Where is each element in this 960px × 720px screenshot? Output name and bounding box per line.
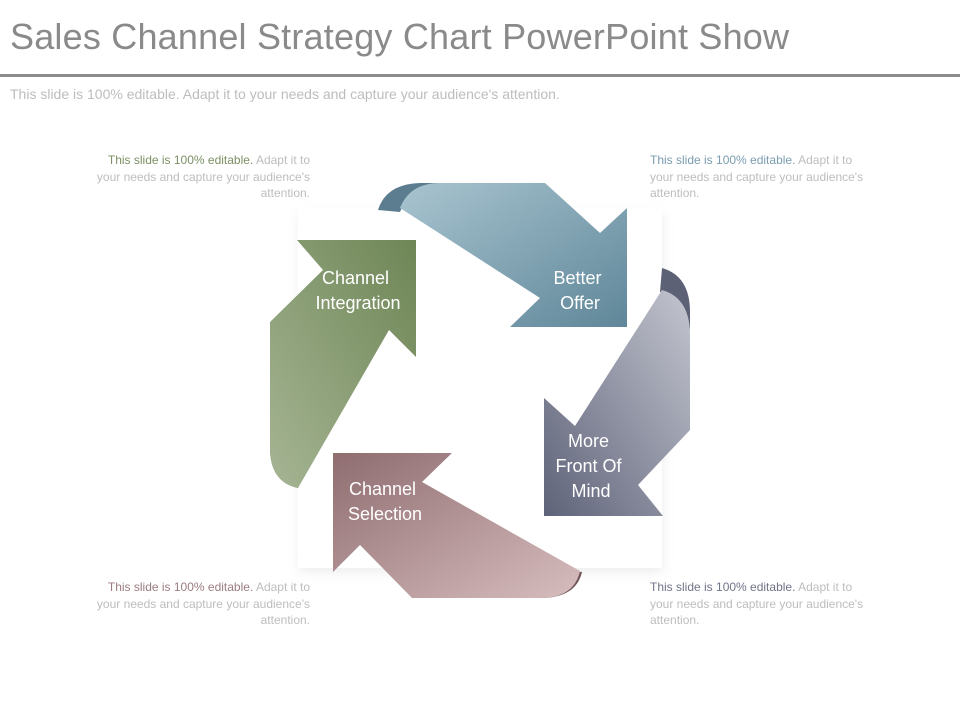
note-bottom-right: This slide is 100% editable. Adapt it to… xyxy=(650,579,872,629)
note-top-right: This slide is 100% editable. Adapt it to… xyxy=(650,152,872,202)
note-bottom-right-body: Adapt it to your needs and capture your … xyxy=(650,580,864,627)
note-bottom-left-body: Adapt it to your needs and capture your … xyxy=(96,580,310,627)
label-more-front-of-mind-line1: More xyxy=(568,431,609,451)
label-better-offer-line1: Better xyxy=(553,268,601,288)
label-channel-selection-line1: Channel xyxy=(349,479,416,499)
slide-subtitle: This slide is 100% editable. Adapt it to… xyxy=(10,86,560,102)
slide-title: Sales Channel Strategy Chart PowerPoint … xyxy=(10,16,790,57)
note-bottom-right-lead: This slide is 100% editable. xyxy=(650,580,796,594)
label-channel-selection: Channel Selection xyxy=(348,479,422,524)
label-more-front-of-mind-line3: Mind xyxy=(571,481,610,501)
title-divider xyxy=(0,74,960,77)
note-top-left-body: Adapt it to your needs and capture your … xyxy=(96,153,310,200)
label-channel-integration-line1: Channel xyxy=(322,268,389,288)
note-bottom-left: This slide is 100% editable. Adapt it to… xyxy=(88,579,310,629)
note-top-left-lead: This slide is 100% editable. xyxy=(107,153,254,167)
label-channel-integration: Channel Integration xyxy=(315,268,400,313)
label-better-offer-line2: Offer xyxy=(560,293,600,313)
arrow-better-offer xyxy=(400,183,627,327)
note-top-left: This slide is 100% editable. Adapt it to… xyxy=(88,152,310,202)
label-better-offer: Better Offer xyxy=(553,268,606,313)
note-top-right-body: Adapt it to your needs and capture your … xyxy=(650,153,864,200)
note-bottom-left-lead: This slide is 100% editable. xyxy=(107,580,254,594)
label-more-front-of-mind: More Front Of Mind xyxy=(555,431,626,501)
label-channel-integration-line2: Integration xyxy=(315,293,400,313)
note-top-right-lead: This slide is 100% editable. xyxy=(650,153,796,167)
label-channel-selection-line2: Selection xyxy=(348,504,422,524)
label-more-front-of-mind-line2: Front Of xyxy=(555,456,622,476)
arrow-channel-selection xyxy=(333,453,580,598)
arrow-channel-integration xyxy=(270,240,416,488)
arrow-more-front-of-mind xyxy=(544,290,690,516)
